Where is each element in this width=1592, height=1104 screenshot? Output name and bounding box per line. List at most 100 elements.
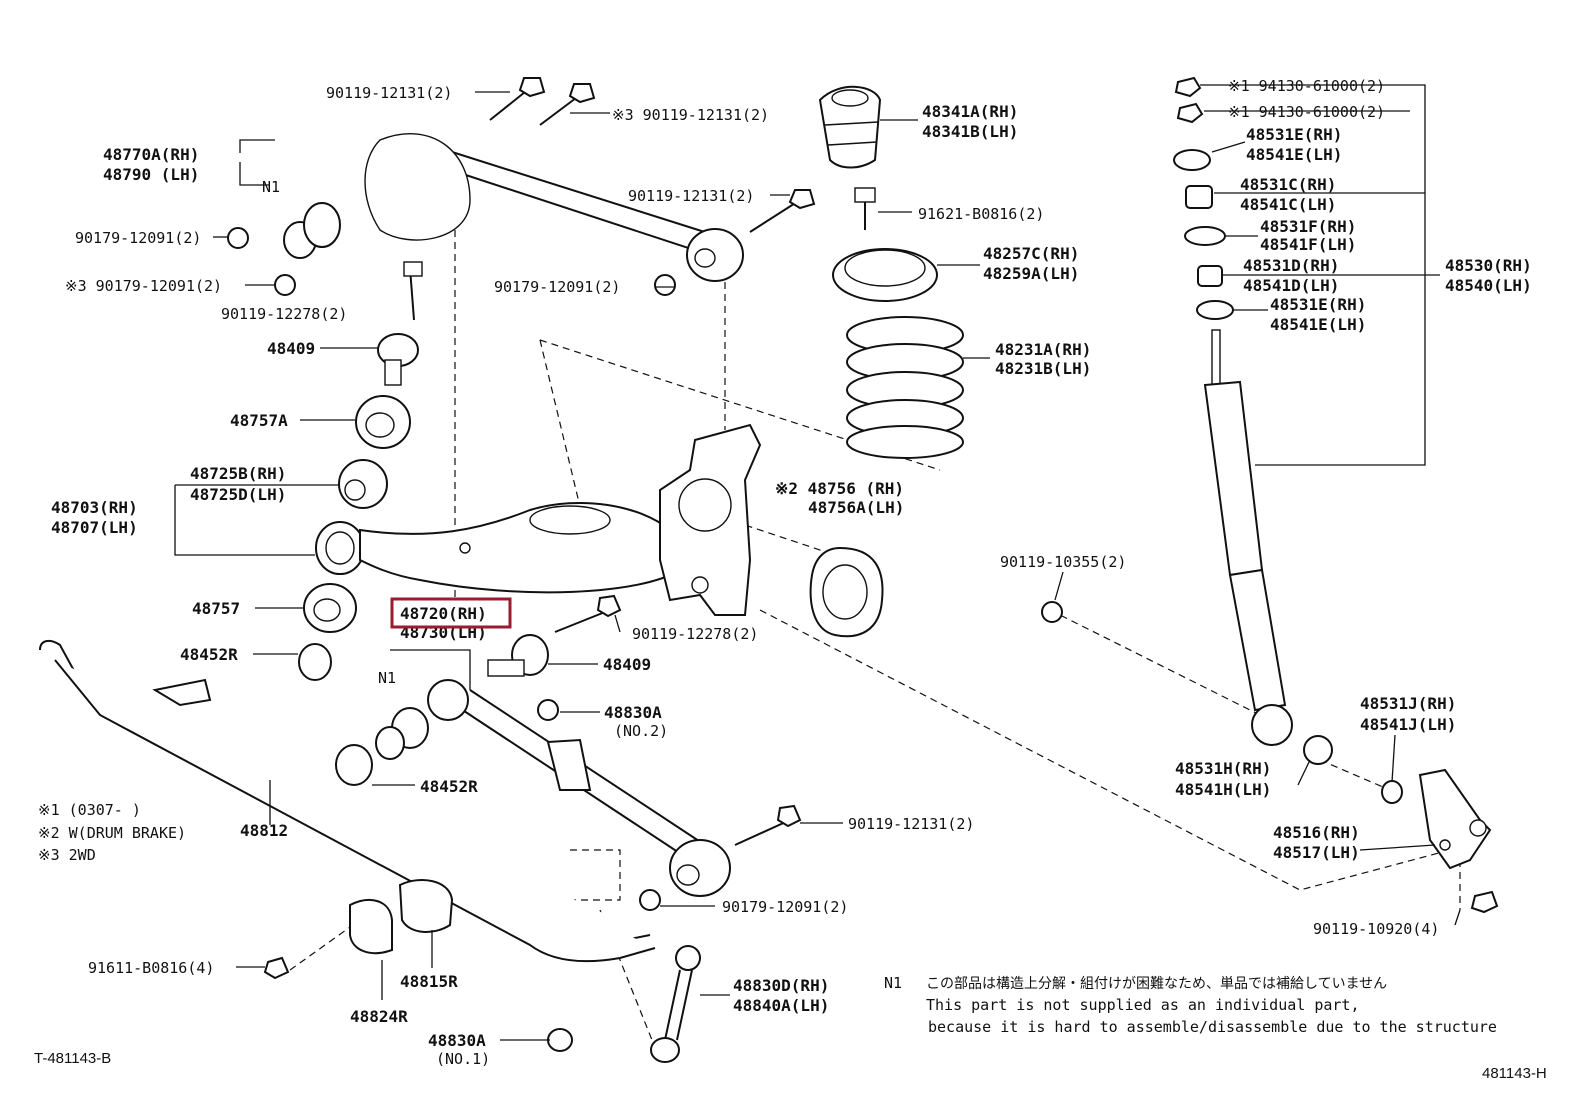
label-r531c-lh: 48541C(LH)	[1240, 195, 1336, 214]
label-r531e2-rh: 48531E(RH)	[1270, 295, 1366, 314]
label-r531e2-lh: 48541E(LH)	[1270, 315, 1366, 334]
coil-spring	[846, 316, 964, 459]
shock-absorber	[1173, 76, 1403, 804]
label-bracket-824r: 48824R	[350, 1007, 408, 1026]
label-bush-757: 48757	[192, 599, 240, 618]
label-bush-725b: 48725B(RH)	[190, 464, 286, 483]
label-nut-left-2: ※3 90179-12091(2)	[65, 277, 222, 295]
label-bolt-mid: 90119-12278(2)	[221, 305, 347, 323]
label-bush-757a: 48757A	[230, 411, 288, 430]
footnote-english-1: This part is not supplied as an individu…	[926, 996, 1359, 1014]
upper-control-arm	[364, 133, 744, 282]
label-bump-rh: 48341A(RH)	[922, 102, 1018, 121]
label-spring-lh: 48231B(LH)	[995, 359, 1091, 378]
label-bush-725d: 48725D(LH)	[190, 485, 286, 504]
bump-bolt	[854, 187, 876, 230]
label-lower-arm-lh: 48707(LH)	[51, 518, 138, 537]
label-nut-830a-1-sub: (NO.1)	[436, 1050, 490, 1068]
label-upper-arm-lh: 48790 (LH)	[103, 165, 199, 184]
upper-bushings	[227, 202, 676, 296]
leader-lines	[174, 84, 1461, 1041]
footnote-english-2: because it is hard to assemble/disassemb…	[928, 1018, 1497, 1036]
shock-lower-bracket	[1041, 601, 1499, 914]
label-bolt-lower: 90119-12278(2)	[632, 625, 758, 643]
label-bush-815r: 48815R	[400, 972, 458, 991]
label-link-rh: 48830D(RH)	[733, 976, 829, 995]
label-spring-rh: 48231A(RH)	[995, 340, 1091, 359]
label-nut-upper-right: 90179-12091(2)	[494, 278, 620, 296]
label-stab-bar: 48812	[240, 821, 288, 840]
label-r531j-rh: 48531J(RH)	[1360, 694, 1456, 713]
drawing-id: T-481143-B	[34, 1050, 111, 1067]
label-bolt-top-1: 90119-12131(2)	[326, 84, 452, 102]
lower-control-arm	[315, 501, 682, 594]
steering-knuckle	[659, 423, 762, 616]
legend-line-2: ※2 W(DRUM BRAKE)	[38, 824, 186, 842]
label-upper-arm-rh: 48770A(RH)	[103, 145, 199, 164]
label-bolt-10355: 90119-10355(2)	[1000, 553, 1126, 571]
stabilizer-bar	[39, 639, 656, 963]
label-bolt-10920: 90119-10920(4)	[1313, 920, 1439, 938]
bump-stopper	[818, 85, 882, 169]
label-r531h-lh: 48541H(LH)	[1175, 780, 1271, 799]
backing-plate	[809, 546, 884, 638]
label-r531d-lh: 48541D(LH)	[1243, 276, 1339, 295]
label-seat-lh: 48259A(LH)	[983, 264, 1079, 283]
label-plate-lh: 48756A(LH)	[808, 498, 904, 517]
label-nut-lower-right: 90179-12091(2)	[722, 898, 848, 916]
label-stab-bush-2: 48452R	[420, 777, 478, 796]
page-id: 481143-H	[1482, 1065, 1547, 1082]
label-nut-830a-2: 48830A	[604, 703, 662, 722]
lower-link-arm	[335, 679, 731, 911]
label-nut-left-1: 90179-12091(2)	[75, 229, 201, 247]
label-link-lh: 48840A(LH)	[733, 996, 829, 1015]
label-nut-830a-2-sub: (NO.2)	[614, 722, 668, 740]
label-bracket-lh: 48517(LH)	[1273, 843, 1360, 862]
legend-line-1: ※1 (0307- )	[38, 801, 141, 819]
legend: ※1 (0307- ) ※2 W(DRUM BRAKE) ※3 2WD	[38, 801, 186, 864]
label-shock-lh: 48540(LH)	[1445, 276, 1532, 295]
label-bolt-bump: 91621-B0816(2)	[918, 205, 1044, 223]
label-nut-830a-1: 48830A	[428, 1031, 486, 1050]
label-r531f-rh: 48531F(RH)	[1260, 217, 1356, 236]
label-r531h-rh: 48531H(RH)	[1175, 759, 1271, 778]
lower-bolts	[487, 594, 802, 846]
highlight-box	[390, 597, 512, 629]
label-r531c-rh: 48531C(RH)	[1240, 175, 1336, 194]
lower-arm-bushings	[298, 395, 411, 681]
label-r531j-lh: 48541J(LH)	[1360, 715, 1456, 734]
label-bracket-rh: 48516(RH)	[1273, 823, 1360, 842]
legend-line-3: ※3 2WD	[38, 846, 96, 864]
footnote: N1 この部品は構造上分解・組付けが困難なため、単品では補給していません Thi…	[884, 974, 1497, 1036]
label-arm-720-rh[interactable]: 48720(RH)	[400, 604, 487, 623]
label-n1-upper: N1	[262, 178, 280, 196]
label-r531d-rh: 48531D(RH)	[1243, 256, 1339, 275]
label-r531f-lh: 48541F(LH)	[1260, 235, 1356, 254]
label-cam-upper: 48409	[267, 339, 315, 358]
upper-bolts	[489, 77, 816, 233]
footnote-japanese: この部品は構造上分解・組付けが困難なため、単品では補給していません	[926, 976, 1387, 992]
label-bump-lh: 48341B(LH)	[922, 122, 1018, 141]
label-bolt-upper-right: 90119-12131(2)	[628, 187, 754, 205]
label-r531e-lh: 48541E(LH)	[1246, 145, 1342, 164]
label-r531e-rh: 48531E(RH)	[1246, 125, 1342, 144]
footnote-mark: N1	[884, 974, 902, 992]
label-lower-arm-rh: 48703(RH)	[51, 498, 138, 517]
label-shock-rh: 48530(RH)	[1445, 256, 1532, 275]
label-bolt-stab-bracket: 91611-B0816(4)	[88, 959, 214, 977]
label-cam-lower: 48409	[603, 655, 651, 674]
stabilizer-link	[547, 945, 701, 1063]
cam-bolt-upper	[377, 261, 423, 386]
label-n1-lower: N1	[378, 669, 396, 687]
label-stab-bush-1: 48452R	[180, 645, 238, 664]
label-bolt-top-2: ※3 90119-12131(2)	[612, 106, 769, 124]
part-labels: 90119-12131(2) ※3 90119-12131(2) 48770A(…	[51, 77, 1532, 1068]
label-plate-rh: ※2 48756 (RH)	[775, 479, 904, 498]
spring-seat	[832, 248, 938, 302]
stabilizer-bracket	[263, 879, 454, 980]
label-bolt-lower-right: 90119-12131(2)	[848, 815, 974, 833]
label-nut-941-2: ※1 94130-61000(2)	[1228, 103, 1385, 121]
label-seat-rh: 48257C(RH)	[983, 244, 1079, 263]
